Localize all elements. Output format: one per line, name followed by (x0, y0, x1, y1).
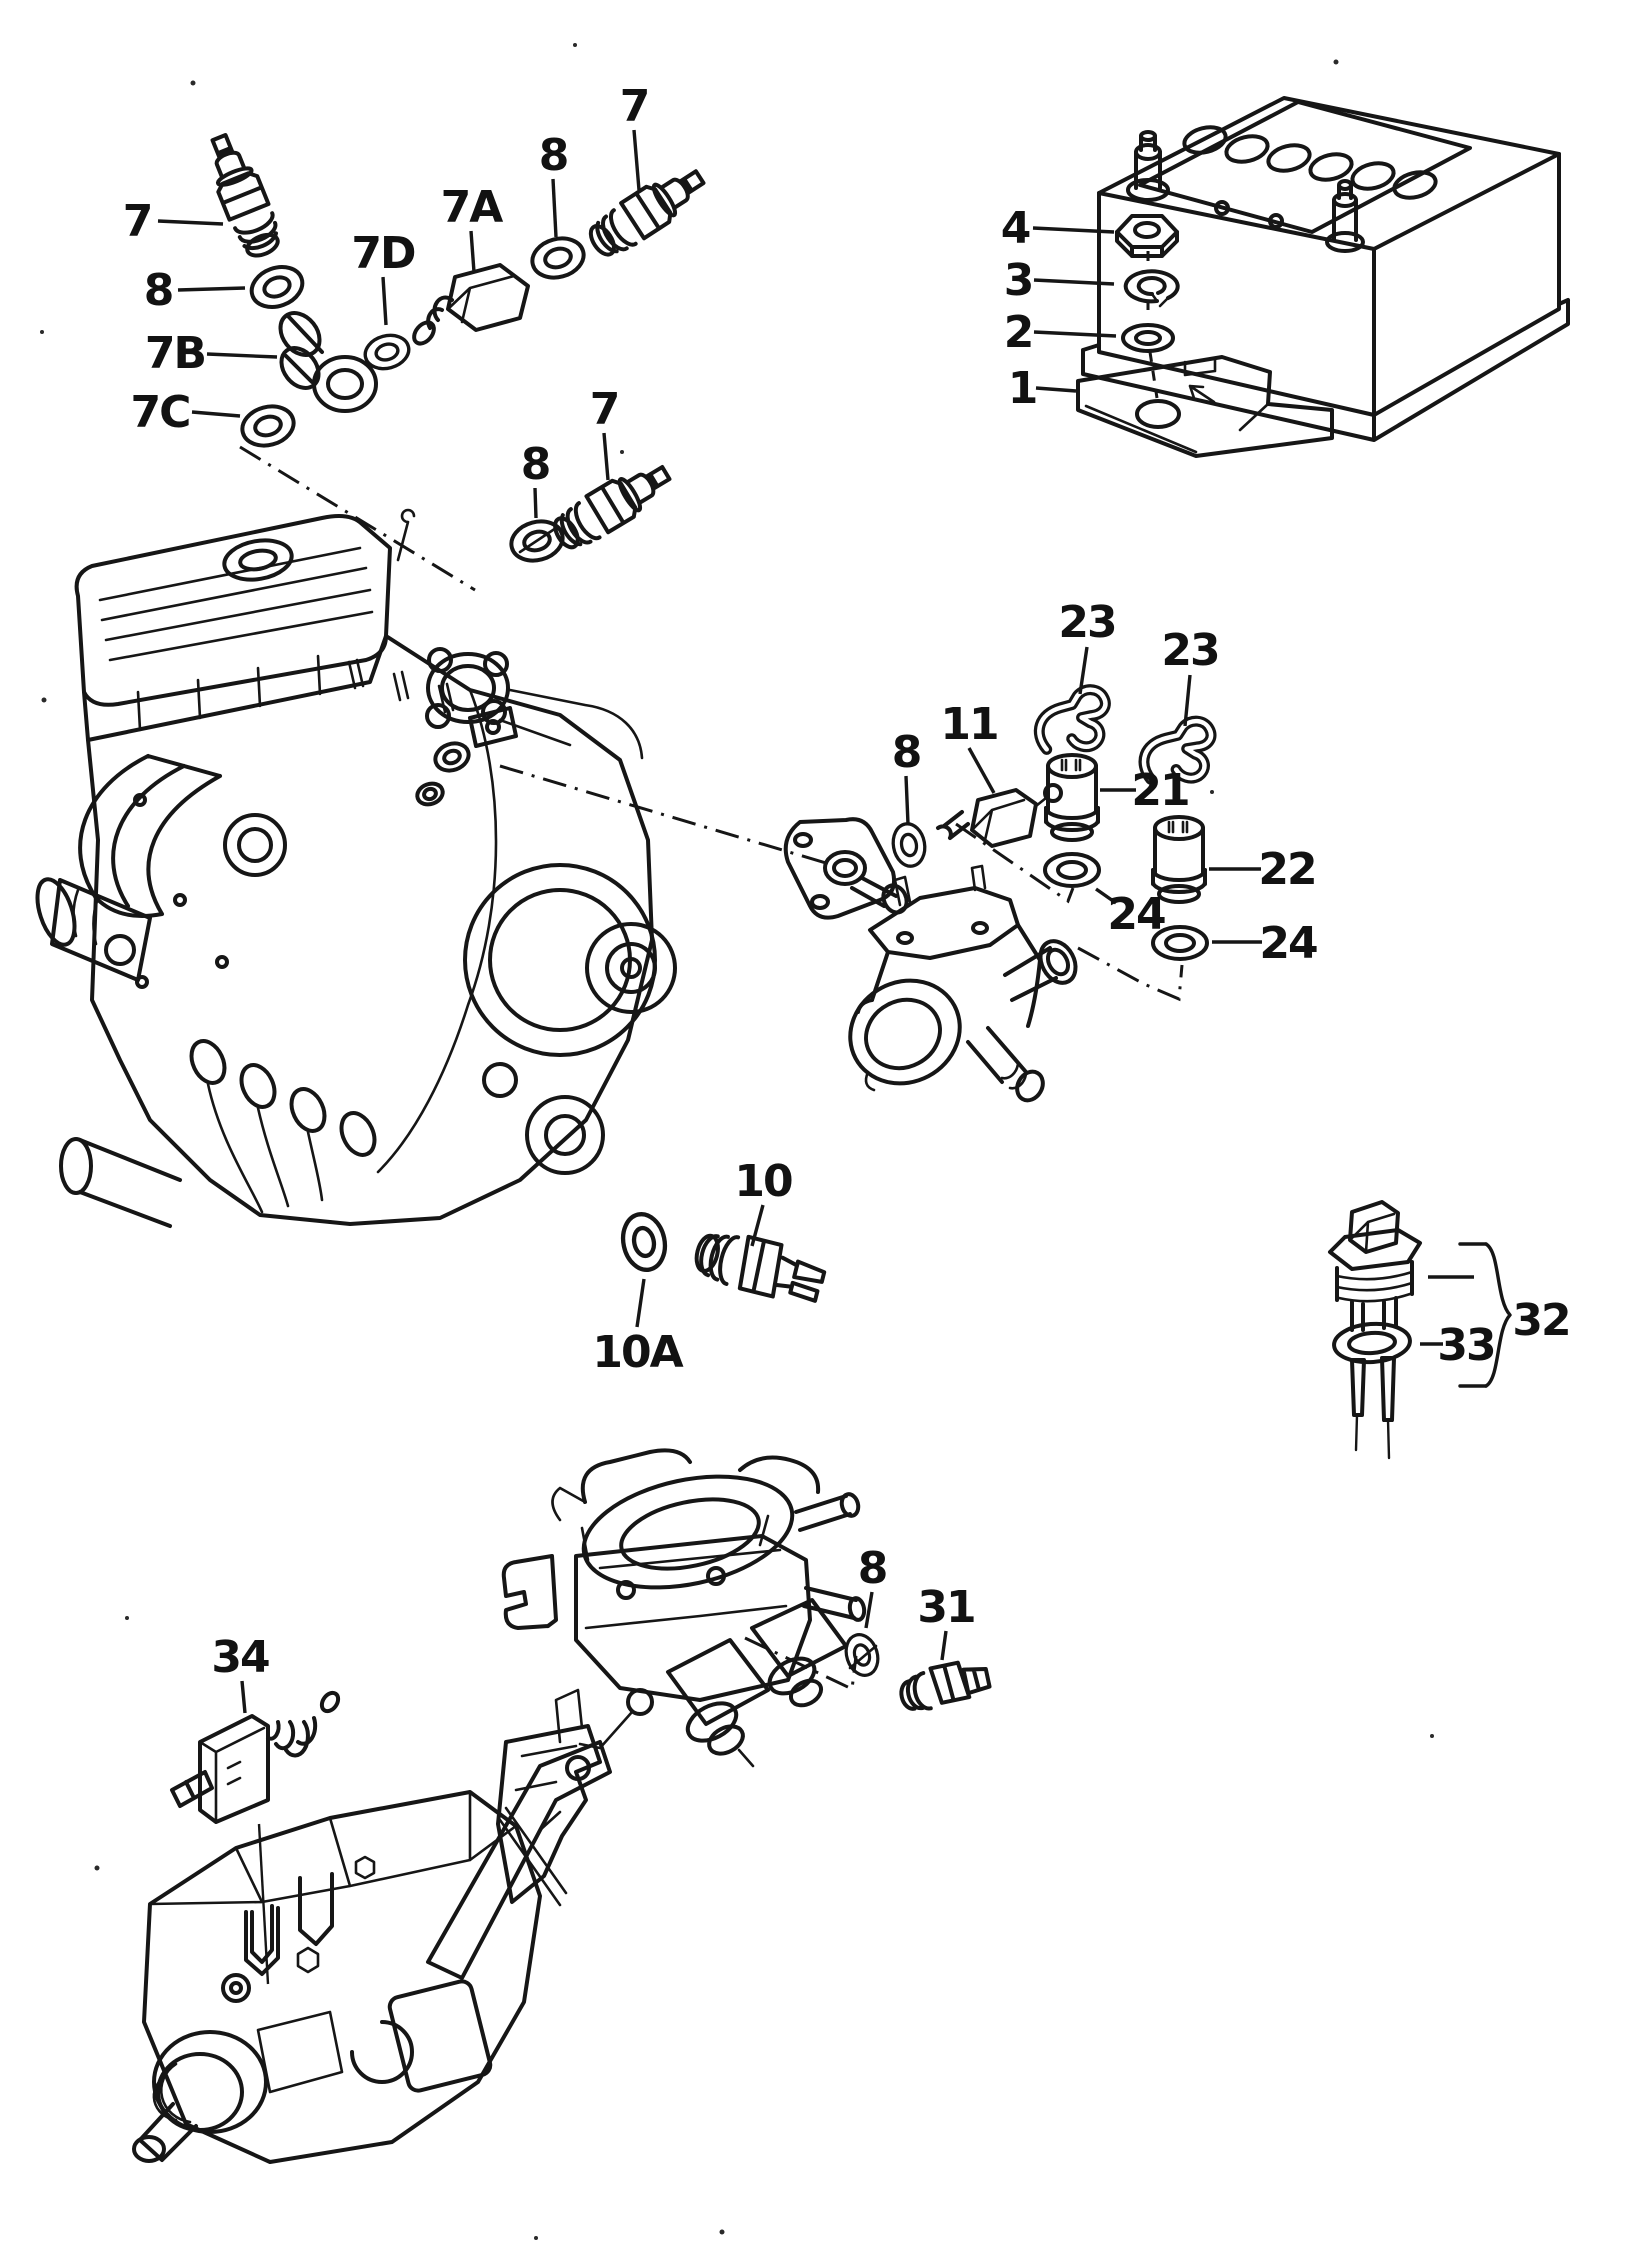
thin-line (257, 1823, 270, 1985)
callout-label-22: 22 (1258, 844, 1315, 895)
callout-label-32: 32 (1512, 1295, 1569, 1346)
thermo-time-sensor-31 (899, 1660, 992, 1711)
seal-ring-8-topleft (244, 258, 310, 316)
assembly-reference-lines (239, 251, 1184, 1985)
leader-line-7B (206, 352, 278, 359)
callout-label-8-topleft: 8 (144, 265, 173, 316)
connector-sleeve-21 (1044, 753, 1100, 842)
retaining-clip-23-left (1035, 688, 1109, 751)
leader-line-3 (1033, 278, 1115, 286)
leader-line-7-upper (632, 129, 641, 191)
callout-label-31: 31 (917, 1582, 974, 1633)
leader-line-31 (940, 1630, 948, 1661)
seal-ring-33 (1332, 1321, 1412, 1365)
leader-line-24-upper (1095, 887, 1117, 905)
reference-line (499, 764, 837, 868)
callout-label-7-mid: 7 (590, 384, 619, 435)
leader-line-2 (1033, 330, 1117, 338)
callout-label-7-topleft: 7 (123, 196, 152, 247)
callout-label-23-left: 23 (1058, 597, 1115, 648)
seal-ring-7C (235, 398, 301, 454)
leader-line-34 (240, 1680, 247, 1714)
callout-label-21: 21 (1131, 765, 1188, 816)
battery-lock-washer-3 (1123, 269, 1180, 308)
callout-labels-layer: 787B7C7D7A877843212323118212224241010A32… (123, 81, 1572, 1714)
battery-nut-4 (1115, 214, 1179, 258)
callout-label-3: 3 (1004, 255, 1033, 306)
leader-line-23-left (1078, 646, 1089, 695)
seal-ring-8-upper (525, 230, 591, 286)
callout-label-8-upper: 8 (539, 130, 568, 181)
callout-label-10A: 10A (592, 1327, 683, 1378)
callout-label-23-right: 23 (1161, 625, 1218, 676)
callout-label-8-mid: 8 (521, 439, 550, 490)
stop-switch-34 (170, 1690, 341, 1824)
temp-sensor-7-mid (545, 453, 679, 558)
leader-line-10A (635, 1278, 646, 1328)
injection-pump (132, 1688, 612, 2164)
seal-ring-8-mid (504, 513, 570, 569)
leader-line-7-mid (602, 432, 610, 481)
reference-line (1077, 946, 1184, 1002)
leader-line-7A (469, 230, 476, 273)
leader-line-8-carb (864, 1591, 874, 1629)
thermostat-housing (848, 864, 1078, 1103)
leader-line-7C (191, 410, 241, 418)
temp-sensor-7-topleft (197, 127, 288, 264)
leader-line-8-housing (904, 775, 910, 825)
scan-speckles (40, 43, 1434, 2240)
thermo-switch-10 (694, 1233, 827, 1303)
stack-dash-line (1148, 351, 1159, 399)
leader-line-11 (967, 747, 996, 794)
callout-label-7B: 7B (145, 328, 205, 379)
callout-label-1: 1 (1008, 363, 1037, 414)
leader-line-8-mid (533, 487, 538, 519)
seal-ring-8-housing (888, 819, 930, 871)
callout-label-11: 11 (940, 699, 997, 750)
leader-line-10 (750, 1204, 765, 1247)
callout-label-8-carb: 8 (858, 1543, 887, 1594)
battery-bracket-1 (1076, 355, 1334, 458)
callout-label-34: 34 (211, 1632, 269, 1683)
seal-ring-10A (618, 1210, 670, 1273)
leader-line-4 (1032, 226, 1115, 234)
callout-label-24-upper: 24 (1107, 889, 1165, 940)
callout-label-8-housing: 8 (892, 727, 921, 778)
seal-ring-8-carb (839, 1628, 885, 1682)
leader-line-23-right (1183, 674, 1192, 727)
bracket-32 (1458, 1242, 1512, 1388)
oil-pressure-switch-11 (936, 783, 1063, 848)
leader-line-7-topleft (157, 219, 224, 226)
engine-assembly (35, 508, 677, 1228)
hex-sender-7A (412, 263, 530, 346)
coolant-level-sensor-32 (1328, 1200, 1422, 1460)
reference-line (955, 822, 1075, 904)
leader-line-1 (1035, 386, 1077, 393)
carburetor (496, 1448, 867, 1904)
temp-sensor-7-upper (581, 157, 714, 265)
reference-line (239, 445, 476, 592)
battery-washer-2 (1121, 323, 1175, 353)
callout-label-7A: 7A (441, 182, 504, 233)
callout-label-7D: 7D (351, 228, 415, 279)
callout-label-24-lower: 24 (1259, 918, 1317, 969)
water-flange (783, 817, 909, 920)
o-ring-24-lower (1151, 925, 1209, 961)
cap-7B (278, 311, 378, 413)
reference-line (744, 1636, 858, 1692)
battery (1081, 96, 1570, 442)
callout-label-10: 10 (734, 1156, 792, 1207)
callout-label-2: 2 (1004, 307, 1033, 358)
leader-line-8-topleft (177, 286, 246, 292)
leader-line-8-upper (551, 178, 558, 238)
callout-label-33: 33 (1437, 1320, 1494, 1371)
leader-line-7D (381, 276, 388, 326)
callout-label-7-upper: 7 (620, 81, 649, 132)
callout-label-4: 4 (1001, 203, 1030, 254)
o-ring-24-upper (1043, 852, 1101, 888)
callout-label-7C: 7C (131, 387, 190, 438)
